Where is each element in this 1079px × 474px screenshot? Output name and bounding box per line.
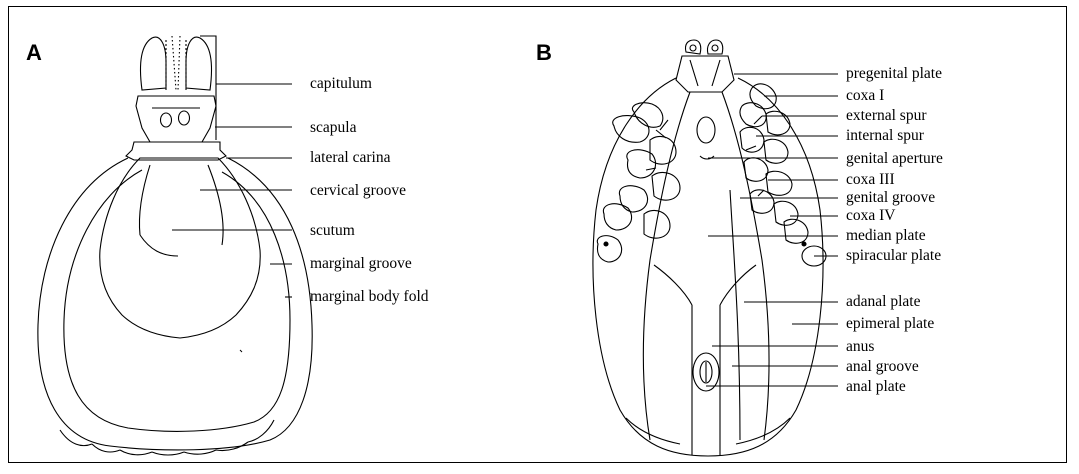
label-cervical-groove: cervical groove (310, 183, 406, 199)
label-capitulum: capitulum (310, 76, 372, 92)
label-anus: anus (846, 339, 874, 355)
label-internal-spur: internal spur (846, 128, 924, 144)
tick-dorsal-illustration (38, 36, 312, 455)
label-external-spur: external spur (846, 108, 926, 124)
tick-ventral-illustration (593, 40, 826, 456)
label-lateral-carina: lateral carina (310, 150, 390, 166)
capitulum-drawing (136, 36, 216, 142)
body-outline (38, 158, 312, 450)
panel-a-leader-lines (172, 127, 292, 297)
label-adanal-plate: adanal plate (846, 294, 920, 310)
label-median-plate: median plate (846, 228, 926, 244)
body-outline-ventral (593, 78, 823, 456)
label-coxa-iv: coxa IV (846, 208, 896, 224)
label-spiracular-plate: spiracular plate (846, 248, 941, 264)
label-scapula: scapula (310, 120, 356, 136)
label-coxa-iii: coxa III (846, 172, 895, 188)
label-genital-groove: genital groove (846, 190, 935, 206)
label-anal-plate: anal plate (846, 379, 906, 395)
label-genital-aperture: genital aperture (846, 151, 943, 167)
label-epimeral-plate: epimeral plate (846, 316, 934, 332)
panel-b-leader-lines (706, 74, 838, 386)
label-scutum: scutum (310, 223, 355, 239)
marginal-groove-line (64, 170, 290, 431)
label-marginal-groove: marginal groove (310, 256, 412, 272)
scutum-outline (100, 158, 260, 338)
right-coxae (740, 84, 826, 266)
label-anal-groove: anal groove (846, 359, 919, 375)
label-coxa-i: coxa I (846, 88, 884, 104)
label-marginal-body-fold: marginal body fold (310, 289, 429, 305)
left-coxae (597, 103, 680, 262)
label-pregenital-plate: pregenital plate (846, 66, 942, 82)
